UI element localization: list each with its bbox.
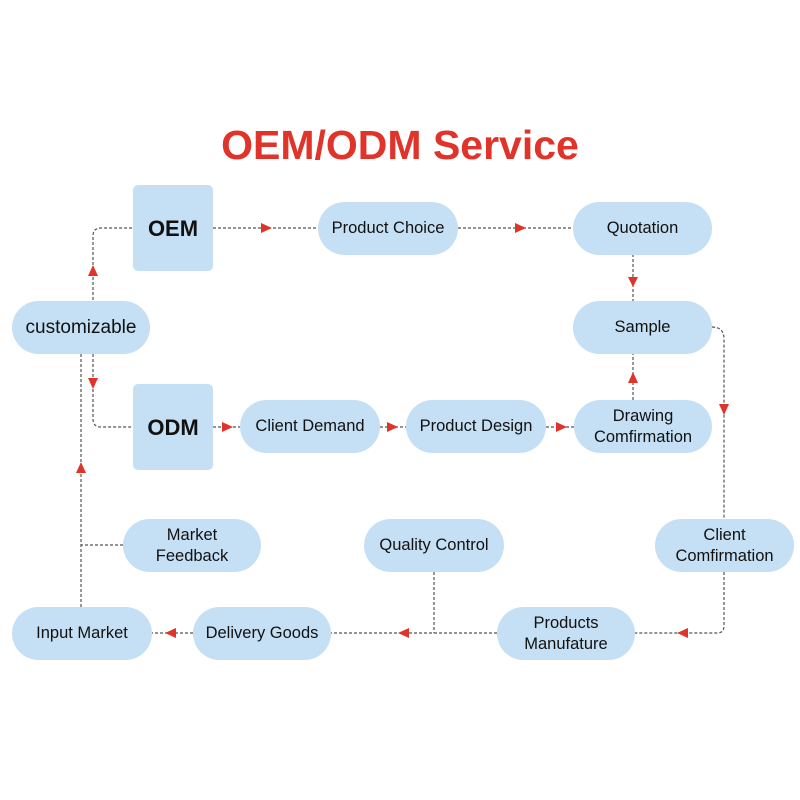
node-odm-label: ODM [147, 414, 199, 440]
node-market-feedback-line2: Feedback [155, 546, 229, 565]
arrow-down-icon [719, 404, 729, 415]
node-quality-control-label: Quality Control [379, 536, 489, 554]
node-product-design: Product Design [406, 400, 546, 453]
node-quotation-label: Quotation [606, 219, 679, 237]
arrow-down-icon [88, 378, 98, 389]
arrow-right-icon [261, 223, 272, 233]
node-products-manufacture-line2: Manufature [524, 634, 608, 653]
node-sample: Sample [573, 301, 712, 354]
connector-customizable-oem [92, 227, 133, 300]
arrow-up-icon [76, 462, 86, 473]
connector-customizable-odm [92, 354, 133, 428]
arrow-left-icon [677, 628, 688, 638]
node-delivery-goods: Delivery Goods [193, 607, 331, 660]
node-product-design-label: Product Design [419, 417, 533, 435]
node-client-demand-label: Client Demand [255, 417, 365, 435]
node-drawing-confirmation-line2: Comfirmation [593, 427, 693, 446]
connector-sample-client-confirmation [711, 326, 725, 519]
arrow-up-icon [628, 372, 638, 383]
diagram-title: OEM/ODM Service [221, 122, 579, 168]
connector-client-confirmation-manufacture [635, 572, 725, 634]
node-customizable-label: customizable [25, 317, 137, 338]
node-product-choice: Product Choice [318, 202, 458, 255]
node-product-choice-label: Product Choice [331, 219, 445, 237]
arrow-left-icon [398, 628, 409, 638]
node-odm: ODM [133, 384, 213, 470]
node-client-demand: Client Demand [240, 400, 380, 453]
arrow-right-icon [515, 223, 526, 233]
node-oem: OEM [133, 185, 213, 271]
node-quotation: Quotation [573, 202, 712, 255]
arrow-up-icon [88, 265, 98, 276]
arrow-left-icon [165, 628, 176, 638]
node-client-confirmation: Client Comfirmation [655, 519, 794, 572]
arrow-right-icon [556, 422, 567, 432]
node-products-manufacture-line1: Products [533, 613, 599, 632]
arrow-right-icon [387, 422, 398, 432]
node-market-feedback: Market Feedback [123, 519, 261, 572]
node-drawing-confirmation-line1: Drawing [612, 406, 674, 425]
node-products-manufacture: Products Manufature [497, 607, 635, 660]
node-delivery-goods-label: Delivery Goods [205, 624, 319, 642]
node-market-feedback-line1: Market [166, 525, 218, 544]
node-drawing-confirmation: Drawing Comfirmation [574, 400, 712, 453]
node-customizable: customizable [12, 301, 150, 354]
node-client-confirmation-line2: Comfirmation [675, 546, 774, 565]
node-input-market-label: Input Market [36, 624, 128, 642]
node-quality-control: Quality Control [364, 519, 504, 572]
node-sample-label: Sample [614, 318, 671, 336]
arrow-right-icon [222, 422, 233, 432]
node-oem-label: OEM [147, 215, 199, 241]
arrow-down-icon [628, 277, 638, 287]
node-input-market: Input Market [12, 607, 152, 660]
node-client-confirmation-line1: Client [703, 525, 746, 544]
